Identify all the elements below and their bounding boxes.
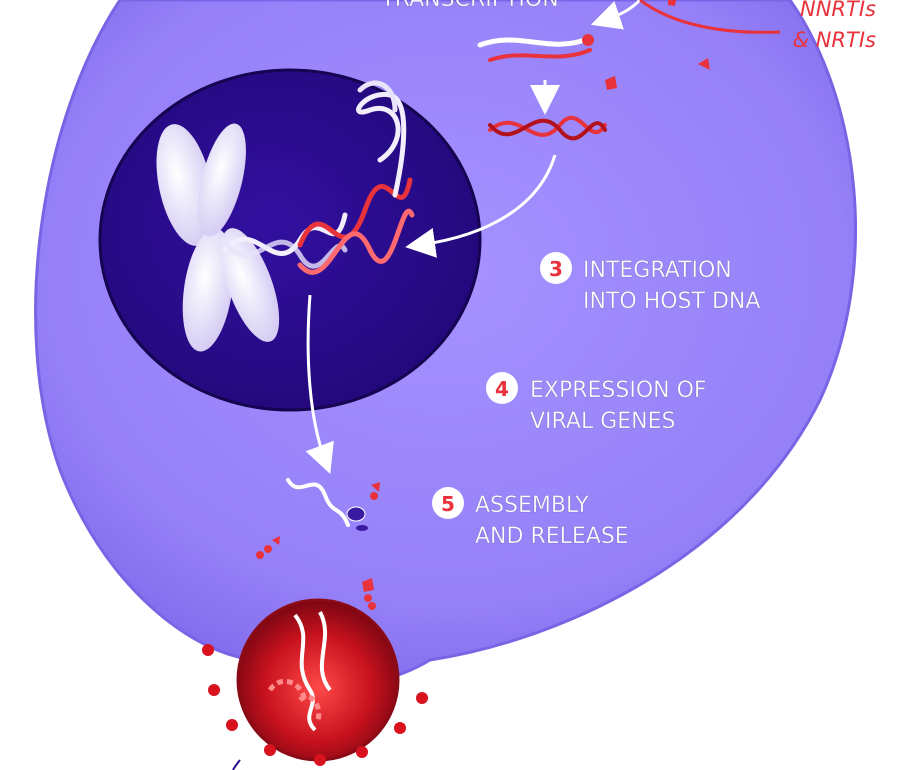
step-integration-label: 3 INTEGRATION INTO HOST DNA	[540, 252, 761, 314]
svg-text:ASSEMBLY: ASSEMBLY	[475, 493, 589, 518]
viral-proteins	[256, 0, 710, 610]
host-dna-helix	[222, 80, 415, 275]
svg-text:EXPRESSION OF: EXPRESSION OF	[530, 378, 707, 403]
svg-text:3: 3	[549, 257, 563, 281]
svg-text:INTO HOST DNA: INTO HOST DNA	[583, 289, 760, 314]
step-expression-label: 4 EXPRESSION OF VIRAL GENES	[486, 372, 707, 434]
budding-virion	[202, 598, 428, 770]
drug-label: NNRTIs & NRTIs	[793, 0, 876, 52]
arrow-to-integration	[405, 154, 557, 258]
cell-nucleus	[98, 68, 482, 412]
svg-text:AND RELEASE: AND RELEASE	[475, 524, 629, 549]
svg-text:5: 5	[441, 492, 455, 516]
svg-text:INTEGRATION: INTEGRATION	[583, 258, 732, 283]
svg-text:VIRAL GENES: VIRAL GENES	[530, 409, 676, 434]
svg-text:NNRTIs: NNRTIs	[800, 0, 876, 21]
svg-text:4: 4	[495, 377, 509, 401]
viral-rna-strand	[477, 34, 594, 62]
viral-dna-helix	[488, 115, 607, 141]
svg-text:& NRTIs: & NRTIs	[793, 28, 876, 52]
assembly-cluster	[286, 478, 368, 531]
drug-inhibition-arc	[639, 0, 781, 34]
arrow-to-rna	[590, 0, 642, 30]
chromosome	[156, 123, 280, 352]
step-assembly-label: 5 ASSEMBLY AND RELEASE	[432, 487, 629, 549]
step-transcription-partial: TRANSCRIPTION	[380, 0, 558, 12]
arrow-to-expression	[305, 294, 334, 475]
